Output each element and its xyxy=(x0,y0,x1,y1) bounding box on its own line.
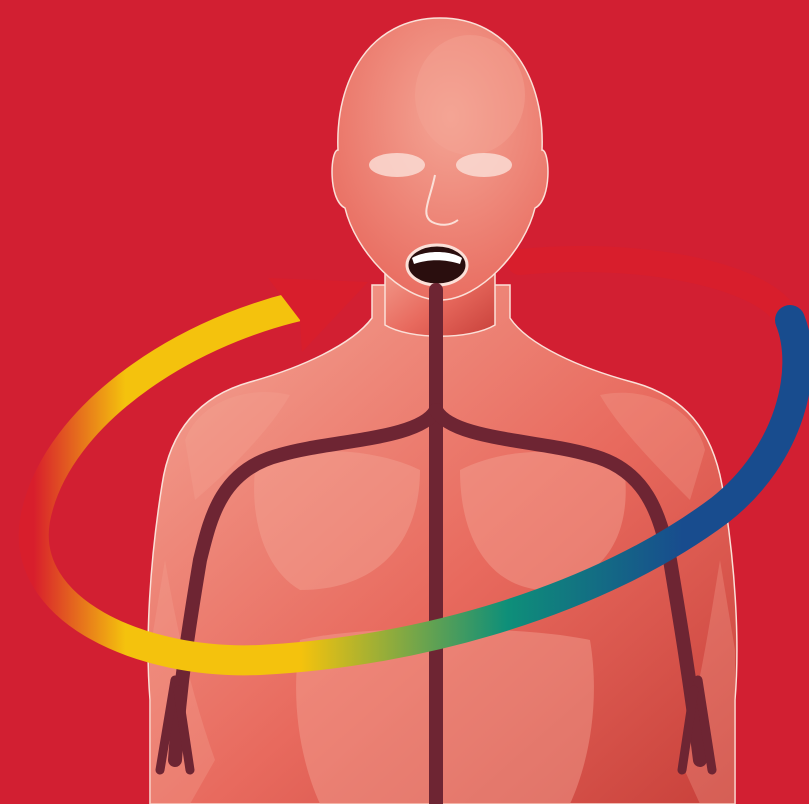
head-shine xyxy=(415,35,525,155)
eye-right xyxy=(456,153,512,177)
mouth xyxy=(407,245,467,285)
eye-left xyxy=(369,153,425,177)
